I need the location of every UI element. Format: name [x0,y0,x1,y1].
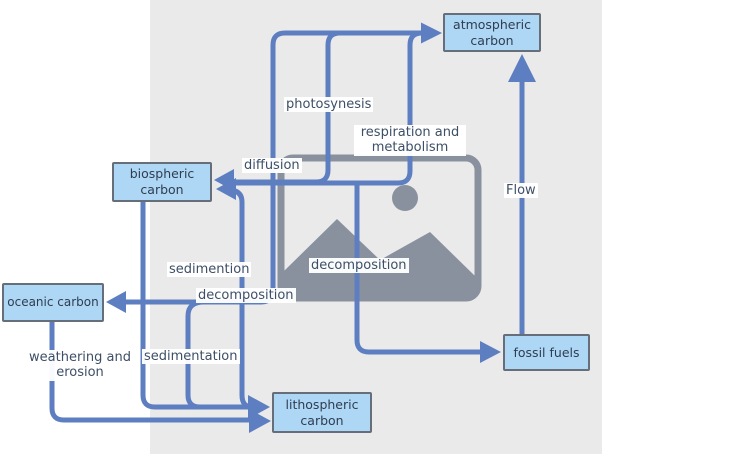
edge-label-sedimentation-lower[interactable]: sedimentation [142,349,240,365]
edge-label-diffusion[interactable]: diffusion [242,158,302,174]
edge-label-flow[interactable]: Flow [504,183,538,199]
arrowhead-into-oceanic [106,291,126,313]
edge-label-weathering[interactable]: weathering and erosion [26,350,134,381]
node-fossil-fuels[interactable]: fossil fuels [503,334,590,371]
node-label: fossil fuels [513,344,580,360]
arrowhead-into-lithospheric-lower [249,409,271,433]
node-label: atmospheric carbon [453,16,531,48]
arrowhead-into-biospheric-2 [216,178,236,200]
arrowhead-into-atmospheric-bottom [508,54,536,82]
arrowhead-into-fossil-fuels [480,341,501,363]
node-label: biospheric carbon [129,166,195,197]
edge-label-sedimentation-upper[interactable]: sedimention [167,262,252,278]
edge-weathering-line [49,322,251,423]
edge-label-decomposition-left[interactable]: decomposition [196,288,296,304]
edge-label-photosynthesis[interactable]: photosynesis [284,97,374,113]
node-label: lithospheric carbon [285,396,359,428]
edge-label-decomposition-right[interactable]: decomposition [309,258,409,274]
edge-respiration-line [236,30,423,186]
arrowhead-into-atmospheric-left [421,22,442,44]
edge-decomposition-fossil-line [354,184,482,355]
node-oceanic-carbon[interactable]: oceanic carbon [2,283,104,322]
node-atmospheric-carbon[interactable]: atmospheric carbon [443,13,541,52]
edge-sedimentation-upper-line [140,202,250,410]
node-biospheric-carbon[interactable]: biospheric carbon [112,162,212,202]
node-lithospheric-carbon[interactable]: lithospheric carbon [272,392,372,433]
edge-label-respiration[interactable]: respiration and metabolism [354,125,466,156]
node-label: oceanic carbon [7,295,99,309]
image-placeholder-icon [277,154,482,302]
